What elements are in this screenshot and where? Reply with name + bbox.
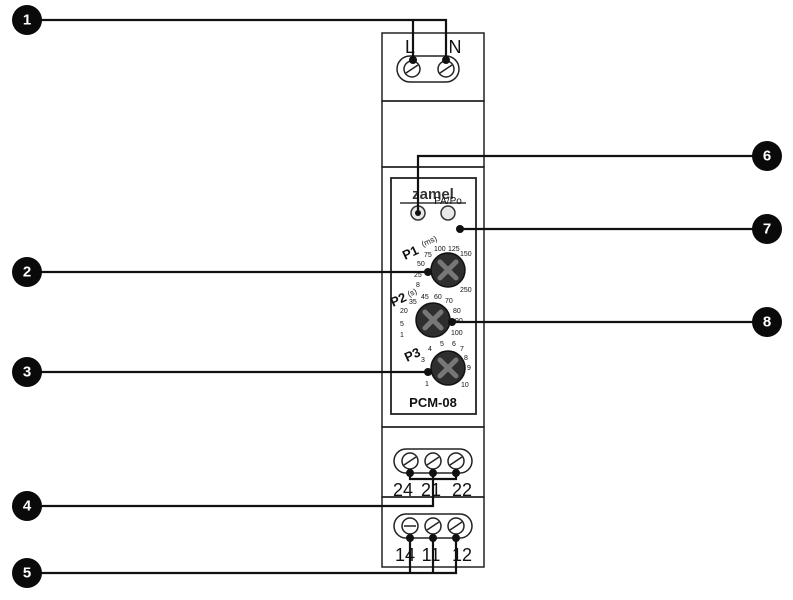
knob-p1[interactable] [430, 252, 466, 288]
p1-tick-label: 75 [424, 252, 432, 259]
callout-number: 3 [23, 364, 31, 381]
screw-terminal-l [403, 60, 421, 78]
p3-tick-label: 10 [461, 382, 469, 389]
output-led [440, 205, 456, 221]
led-label: PA/Po [434, 196, 462, 207]
terminal-label-24: 24 [393, 480, 413, 500]
p1-tick-label: 150 [460, 251, 472, 258]
callout-5: 5 [12, 558, 42, 588]
knob-p2-unit: (s) [406, 287, 419, 299]
callout-7: 7 [752, 214, 782, 244]
p1-tick-label: 8 [416, 282, 420, 289]
callout-3: 3 [12, 357, 42, 387]
callout-6: 6 [752, 141, 782, 171]
knob-p2-label: P2 [388, 289, 409, 309]
terminal-label-11: 11 [422, 545, 441, 565]
p2-tick-label: 45 [421, 294, 429, 301]
p3-tick-label: 6 [452, 341, 456, 348]
knob-p1-scale: 8 25 50 75 100 125 150 250 [414, 246, 472, 294]
p2-tick-label: 80 [453, 308, 461, 315]
callout-8: 8 [752, 307, 782, 337]
callout-number: 6 [763, 148, 771, 165]
p2-tick-label: 35 [409, 299, 417, 306]
terminal-label-l: L [405, 37, 415, 57]
lower-contact-terminal-block [393, 513, 473, 539]
callout-number: 8 [763, 314, 771, 331]
p1-tick-label: 25 [414, 272, 422, 279]
callout-number: 7 [763, 221, 771, 238]
p3-tick-label: 5 [440, 341, 444, 348]
p2-tick-label: 70 [445, 298, 453, 305]
p1-tick-label: 100 [434, 246, 446, 253]
p3-tick-label: 9 [467, 365, 471, 372]
callout-number: 5 [23, 565, 31, 582]
p3-tick-label: 8 [464, 355, 468, 362]
screw-terminal-n [437, 60, 455, 78]
p3-tick-label: 4 [428, 346, 432, 353]
terminal-label-14: 14 [395, 545, 415, 565]
callout-number: 2 [23, 264, 31, 281]
callout-number: 1 [23, 12, 31, 29]
p2-tick-label: 100 [451, 330, 463, 337]
knob-p3-scale: 1 3 4 5 6 7 8 9 10 [421, 341, 471, 389]
terminal-label-n: N [449, 37, 462, 57]
p2-tick-label: 1 [400, 332, 404, 339]
p1-tick-label: 125 [448, 246, 460, 253]
knob-p1-label: P1 [400, 242, 421, 262]
callout-1: 1 [12, 5, 42, 35]
p2-tick-label: 60 [434, 294, 442, 301]
p2-tick-label: 5 [400, 321, 404, 328]
p3-tick-label: 3 [421, 357, 425, 364]
p2-tick-label: 20 [400, 308, 408, 315]
callout-4: 4 [12, 491, 42, 521]
p1-tick-label: 250 [460, 287, 472, 294]
p3-tick-label: 7 [460, 346, 464, 353]
brand-logo: zamel [412, 186, 454, 203]
callout-number: 4 [23, 498, 32, 515]
leader-lines [35, 18, 767, 575]
terminal-label-21: 21 [421, 480, 441, 500]
model-label: PCM-08 [409, 395, 457, 410]
connection-dots [406, 56, 464, 542]
p3-tick-label: 1 [425, 381, 429, 388]
knob-p3-label: P3 [402, 344, 423, 364]
callout-2: 2 [12, 257, 42, 287]
p1-tick-label: 50 [417, 261, 425, 268]
terminal-label-22: 22 [452, 480, 472, 500]
knob-p3[interactable] [430, 350, 466, 386]
knob-p2[interactable] [415, 302, 451, 338]
